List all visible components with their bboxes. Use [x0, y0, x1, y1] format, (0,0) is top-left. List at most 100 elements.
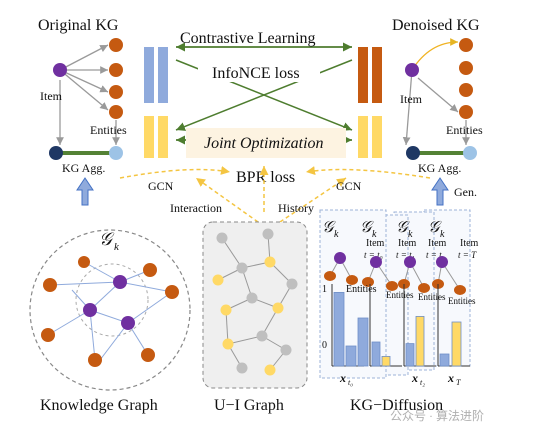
knowledge-graph-panel: 𝒢 k Knowledge Graph: [29, 229, 191, 414]
entity-node: [459, 105, 473, 119]
item-node: [272, 302, 284, 314]
entity-node: [459, 38, 473, 52]
up-arrow-icon: [76, 177, 94, 206]
diffusion-bar: [357, 317, 369, 367]
item-node: [83, 303, 97, 317]
diffusion-x-label: x: [447, 371, 454, 385]
entity-node: [109, 63, 123, 77]
diffusion-bar: [415, 315, 425, 367]
diffusion-x-subscript: T: [456, 378, 461, 387]
diffusion-bar: [405, 343, 415, 367]
diffusion-entity-node: [324, 271, 336, 281]
diffusion-bar: [451, 321, 462, 367]
axis-tick-label: 0: [322, 340, 327, 351]
kg-symbol-subscript: k: [114, 241, 120, 253]
interaction-label: Interaction: [170, 201, 222, 215]
infonce-loss-label: InfoNCE loss: [212, 65, 300, 82]
user-node: [236, 262, 248, 274]
diffusion-entity-node: [418, 283, 430, 293]
kg-agg-label: KG Agg.: [62, 161, 105, 175]
diffusion-time-label: t = t₀: [364, 250, 383, 260]
joint-optimization-box: [186, 128, 346, 158]
contrastive-learning-label: Contrastive Learning: [180, 30, 316, 47]
aggregated-entity-node: [463, 146, 477, 160]
item-node: [220, 304, 232, 316]
embedding-bar: [158, 116, 168, 158]
aggregated-entity-node: [109, 146, 123, 160]
entities-label: Entities: [90, 123, 127, 137]
diffusion-x-subscript: t₀: [348, 378, 353, 387]
embedding-bar: [144, 116, 154, 158]
diffusion-bar: [345, 345, 357, 367]
entity-node: [141, 348, 155, 362]
knowledge-graph-caption: Knowledge Graph: [40, 397, 158, 414]
up-arrow-icon: [431, 177, 449, 206]
diffusion-graph-symbol: 𝒢: [428, 219, 442, 236]
diffusion-graph-symbol: 𝒢: [322, 219, 336, 236]
gen-label: Gen.: [454, 185, 477, 199]
item-label: Item: [40, 89, 63, 103]
user-node: [256, 330, 268, 342]
aggregated-item-node: [406, 146, 420, 160]
diffusion-entities-label: Entities: [418, 292, 446, 302]
axis-tick-label: 1: [322, 284, 327, 295]
diffusion-item-label: Item: [366, 238, 385, 249]
gcn-right-label: GCN: [336, 179, 362, 193]
diffusion-bar: [371, 341, 381, 367]
diffusion-entities-label: Entities: [346, 284, 377, 295]
entity-node: [88, 353, 102, 367]
original-kg-title: Original KG: [38, 17, 119, 34]
item-node: [121, 316, 135, 330]
kg-agg-label: KG Agg.: [418, 161, 461, 175]
aggregated-item-node: [49, 146, 63, 160]
diffusion-time-label: t = T: [458, 250, 477, 260]
gcn-left-label: GCN: [148, 179, 174, 193]
user-node: [216, 232, 228, 244]
diffusion-graph-subscript: k: [408, 229, 413, 240]
diffusion-item-node: [404, 256, 416, 268]
diffusion-item-node: [334, 252, 346, 264]
diffusion-graph-symbol: 𝒢: [396, 219, 410, 236]
bpr-loss-label: BPR loss: [236, 169, 295, 186]
entity-node: [109, 38, 123, 52]
diffusion-graph-subscript: k: [372, 229, 377, 240]
item-node: [212, 274, 224, 286]
entity-node: [78, 256, 90, 268]
watermark-text: 公众号 · 算法进阶: [390, 408, 484, 423]
item-node: [113, 275, 127, 289]
item-node: [264, 364, 276, 376]
embedding-bar: [358, 47, 368, 103]
user-node: [280, 344, 292, 356]
user-node: [262, 228, 274, 240]
item-node: [405, 63, 419, 77]
diffusion-entity-node: [362, 277, 374, 287]
user-node: [286, 278, 298, 290]
entity-node: [143, 263, 157, 277]
diffusion-time-label: t = t₁: [396, 250, 415, 260]
ui-graph-caption: U−I Graph: [214, 397, 284, 414]
diffusion-entity-node: [346, 275, 358, 285]
diffusion-x-subscript: t₂: [420, 378, 425, 387]
diffusion-x-label: x: [411, 371, 418, 385]
diffusion-item-node: [370, 256, 382, 268]
joint-optimization-label: Joint Optimization: [204, 135, 324, 152]
denoised-kg-graph: Item Entities KG Agg. Gen.: [400, 38, 483, 206]
ui-graph-panel: U−I Graph: [202, 221, 308, 414]
entities-label: Entities: [446, 123, 483, 137]
embedding-bar: [358, 116, 368, 158]
item-node: [222, 338, 234, 350]
entity-node: [459, 61, 473, 75]
diffusion-item-label: Item: [460, 238, 479, 249]
entity-node: [109, 85, 123, 99]
item-node: [264, 256, 276, 268]
diffusion-item-label: Item: [398, 238, 417, 249]
diffusion-bar: [439, 353, 450, 367]
embedding-bar: [144, 47, 154, 103]
history-label: History: [278, 201, 314, 215]
diffusion-item-label: Item: [428, 238, 447, 249]
user-node: [246, 292, 258, 304]
denoised-kg-title: Denoised KG: [392, 17, 480, 34]
embedding-bar: [372, 47, 382, 103]
user-node: [236, 362, 248, 374]
